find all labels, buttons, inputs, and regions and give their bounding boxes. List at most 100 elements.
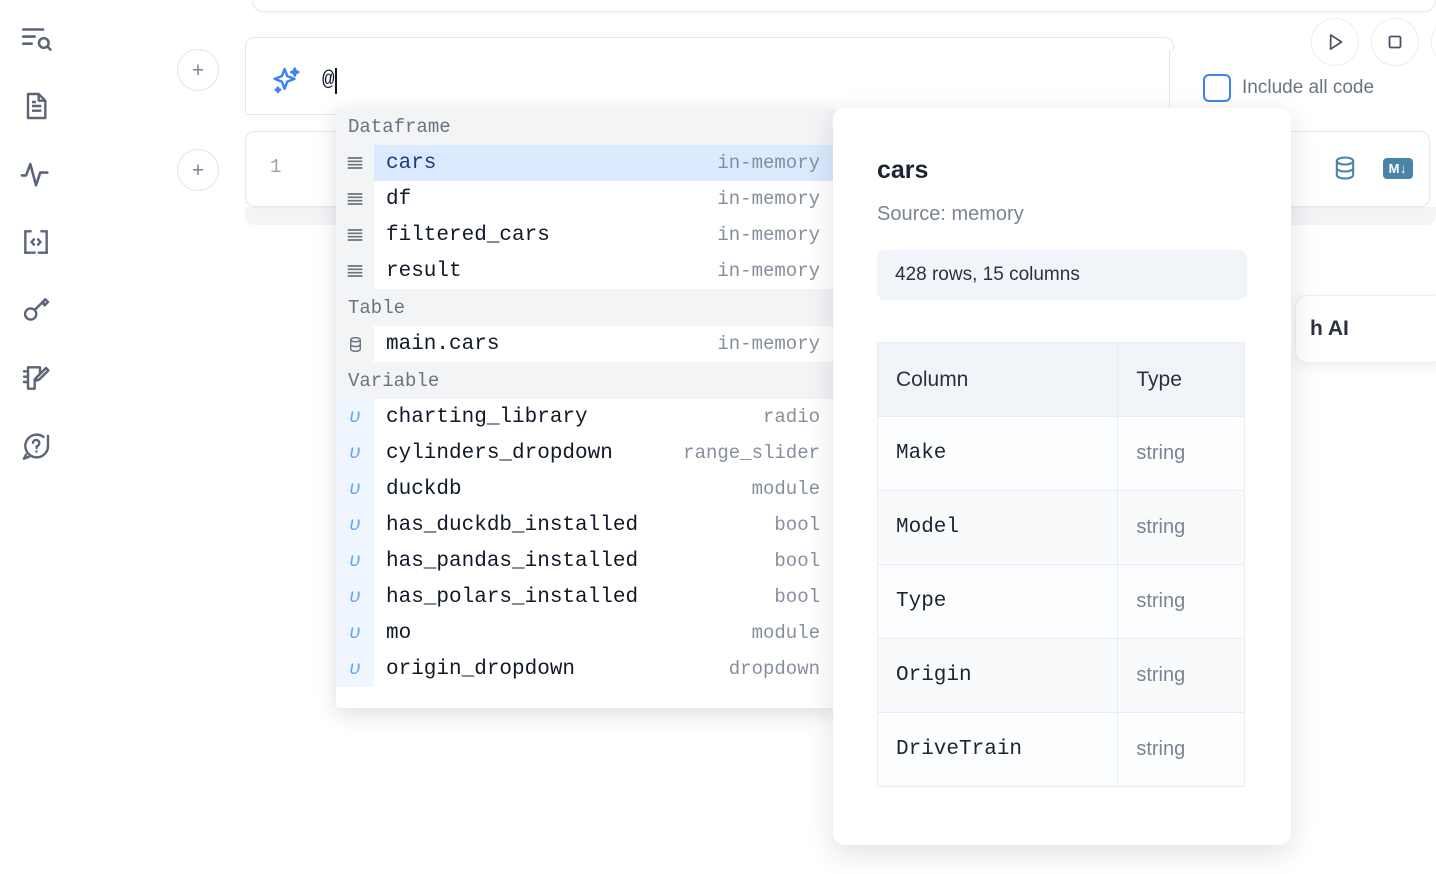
stop-button[interactable]: [1371, 18, 1419, 66]
autocomplete-item-name: result: [386, 259, 462, 283]
sidebar-item-help[interactable]: [14, 424, 58, 468]
autocomplete-item[interactable]: result in-memory: [336, 253, 836, 289]
text-caret: [335, 67, 338, 94]
sidebar-item-scratchpad[interactable]: [14, 356, 58, 400]
ai-prompt-value: @: [322, 69, 335, 92]
autocomplete-item-type: bool: [774, 550, 820, 572]
doc-column-type: string: [1117, 490, 1245, 565]
sidebar-item-secrets[interactable]: [14, 288, 58, 332]
autocomplete-item-type: bool: [774, 514, 820, 536]
autocomplete-item[interactable]: cars in-memory: [336, 145, 836, 181]
autocomplete-item[interactable]: υ origin_dropdown dropdown: [336, 651, 836, 687]
include-all-code-row[interactable]: Include all code: [1203, 74, 1374, 102]
autocomplete-item-name: duckdb: [386, 477, 462, 501]
autocomplete-item-type: dropdown: [728, 658, 820, 680]
autocomplete-item-name: cylinders_dropdown: [386, 441, 613, 465]
dataframe-icon: [336, 217, 374, 253]
doc-title: cars: [877, 156, 929, 184]
autocomplete-item-type: in-memory: [717, 260, 820, 282]
sidebar-item-snippets[interactable]: [14, 220, 58, 264]
ai-prompt-input[interactable]: @: [322, 67, 338, 94]
sidebar-item-notebook[interactable]: [14, 84, 58, 128]
doc-column-name: Type: [876, 564, 1119, 639]
code-brackets-icon: [20, 226, 52, 258]
autocomplete-item-type: in-memory: [717, 152, 820, 174]
variable-icon: υ: [336, 507, 374, 543]
autocomplete-item[interactable]: υ has_duckdb_installed bool: [336, 507, 836, 543]
autocomplete-item[interactable]: υ charting_library radio: [336, 399, 836, 435]
autocomplete-item-name: mo: [386, 621, 412, 645]
autocomplete-item-type: radio: [762, 406, 820, 428]
table-icon: [336, 326, 374, 362]
include-all-code-checkbox[interactable]: [1203, 74, 1231, 102]
autocomplete-section-header: Variable: [336, 362, 836, 399]
variable-icon: υ: [336, 471, 374, 507]
sidebar-item-explore[interactable]: [14, 16, 58, 60]
variable-icon: υ: [336, 435, 374, 471]
notebook-pen-icon: [20, 362, 52, 394]
add-cell-button-bottom[interactable]: +: [177, 149, 219, 191]
autocomplete-item-name: has_pandas_installed: [386, 549, 639, 573]
doc-column-name: DriveTrain: [876, 712, 1119, 787]
add-cell-button-top[interactable]: +: [177, 49, 219, 91]
doc-column-type: string: [1117, 564, 1245, 639]
sidebar-item-activity[interactable]: [14, 152, 58, 196]
autocomplete-item-name: has_polars_installed: [386, 585, 639, 609]
run-controls: [1311, 18, 1436, 66]
autocomplete-item-name: origin_dropdown: [386, 657, 576, 681]
doc-stats: 428 rows, 15 columns: [877, 250, 1247, 300]
autocomplete-item-name: has_duckdb_installed: [386, 513, 639, 537]
autocomplete-item-name: filtered_cars: [386, 223, 550, 247]
autocomplete-item-name: charting_library: [386, 405, 588, 429]
doc-column-name: Model: [876, 490, 1119, 565]
ai-card-label: h AI: [1310, 317, 1349, 340]
doc-column-type: string: [1117, 416, 1245, 491]
variable-icon: υ: [336, 399, 374, 435]
panel-top-edge: [252, 0, 1436, 12]
documentation-panel: cars Source: memory 428 rows, 15 columns…: [833, 108, 1291, 845]
line-number: 1: [270, 156, 282, 178]
run-button[interactable]: [1311, 18, 1359, 66]
markdown-icon[interactable]: M↓: [1382, 157, 1413, 179]
autocomplete-item[interactable]: υ has_pandas_installed bool: [336, 543, 836, 579]
autocomplete-item-name: cars: [386, 151, 437, 175]
help-chat-icon: [20, 430, 52, 462]
include-all-code-label: Include all code: [1242, 77, 1375, 98]
key-icon: [20, 294, 52, 326]
variable-icon: υ: [336, 651, 374, 687]
doc-column-type: string: [1117, 712, 1245, 787]
variable-icon: υ: [336, 615, 374, 651]
autocomplete-item-type: bool: [774, 586, 820, 608]
more-actions-button[interactable]: [1431, 18, 1436, 66]
autocomplete-section-header: Table: [336, 289, 836, 326]
doc-table-header-cell: Type: [1117, 342, 1245, 417]
sidebar: [0, 0, 72, 874]
autocomplete-item-name: df: [386, 187, 412, 211]
list-search-icon: [19, 21, 53, 55]
doc-source: Source: memory: [877, 203, 1024, 225]
ai-prompt-bar[interactable]: @: [245, 37, 1174, 115]
autocomplete-item-type: module: [751, 622, 820, 644]
variable-icon: υ: [336, 543, 374, 579]
autocomplete-section-header: Dataframe: [336, 108, 836, 145]
dataframe-icon: [336, 181, 374, 217]
database-icon[interactable]: [1331, 154, 1359, 182]
ai-suggestion-card[interactable]: h AI: [1295, 295, 1436, 363]
autocomplete-item-name: main.cars: [386, 332, 500, 356]
sparkle-icon: [266, 64, 306, 98]
